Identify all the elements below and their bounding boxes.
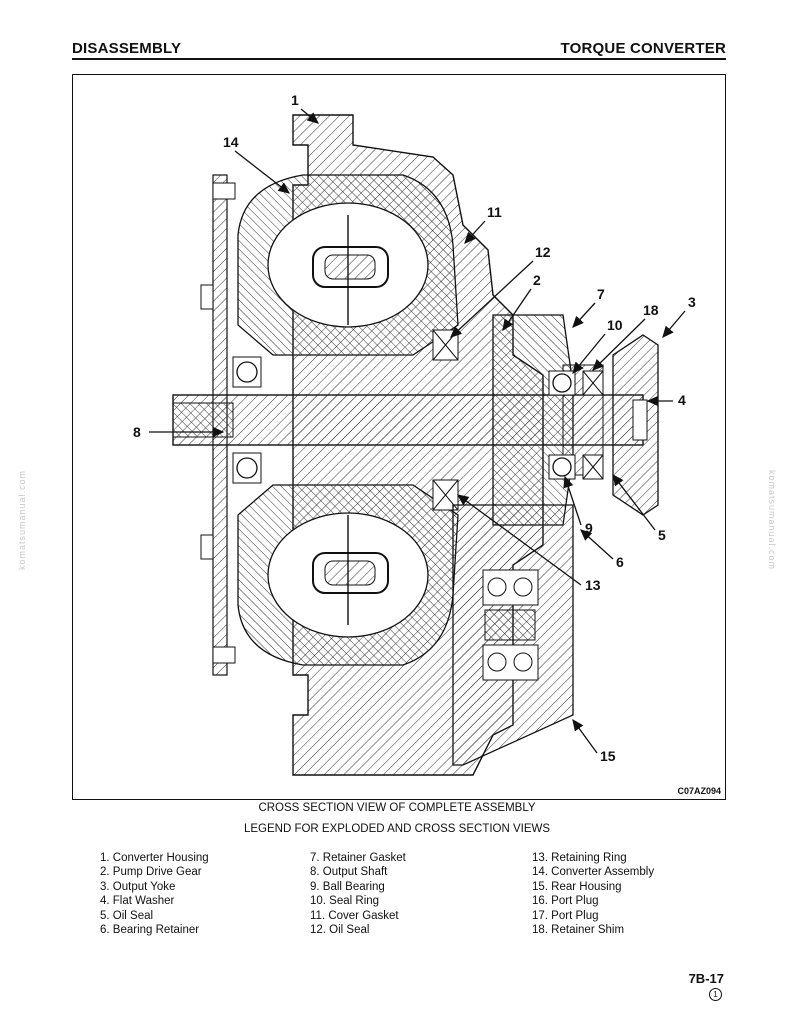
legend-item: 16. Port Plug: [532, 895, 599, 908]
legend-item: 17. Port Plug: [532, 909, 599, 922]
callout-18: 18: [643, 302, 659, 318]
callout-9: 9: [585, 520, 593, 536]
cross-section-drawing: 1 2 3 4 5 6 7 8 9 10 11 12 13 14 15 18: [133, 92, 696, 776]
callout-11: 11: [487, 204, 502, 220]
revision-badge: 1: [709, 988, 722, 1001]
callout-8: 8: [133, 424, 141, 440]
callout-2: 2: [533, 272, 541, 288]
legend-item: 2. Pump Drive Gear: [100, 866, 202, 879]
legend-item: 12. Oil Seal: [310, 924, 370, 937]
section-header-left: DISASSEMBLY: [72, 40, 182, 57]
callout-5: 5: [658, 527, 666, 543]
section-header-right: TORQUE CONVERTER: [560, 40, 726, 57]
legend-item: 11. Cover Gasket: [310, 909, 399, 922]
callout-10: 10: [607, 317, 623, 333]
watermark-right: komatsumanual.com: [767, 469, 777, 571]
legend-item: 5. Oil Seal: [100, 909, 154, 922]
legend-item: 4. Flat Washer: [100, 895, 175, 908]
callout-12: 12: [535, 244, 551, 260]
callout-14: 14: [223, 134, 239, 150]
legend-item: 14. Converter Assembly: [532, 866, 655, 879]
legend-item: 9. Ball Bearing: [310, 880, 385, 893]
legend-item: 18. Retainer Shim: [532, 924, 625, 937]
legend-column-1: 1. Converter Housing 2. Pump Drive Gear …: [100, 851, 209, 937]
callout-1: 1: [291, 92, 299, 108]
cross-section-figure: 1 2 3 4 5 6 7 8 9 10 11 12 13 14 15 18 C: [72, 74, 726, 800]
legend-item: 6. Bearing Retainer: [100, 924, 200, 937]
view-title: CROSS SECTION VIEW OF COMPLETE ASSEMBLY: [258, 802, 536, 814]
callout-13: 13: [585, 577, 601, 593]
legend-item: 10. Seal Ring: [310, 895, 380, 908]
page-number: 7B-17: [688, 971, 724, 986]
callout-15: 15: [600, 748, 616, 764]
callout-6: 6: [616, 554, 624, 570]
legend-column-3: 13. Retaining Ring 14. Converter Assembl…: [532, 851, 654, 937]
legend-column-2: 7. Retainer Gasket 8. Output Shaft 9. Ba…: [310, 851, 406, 937]
legend-title: LEGEND FOR EXPLODED AND CROSS SECTION VI…: [243, 823, 551, 835]
callout-3: 3: [688, 294, 696, 310]
legend-item: 1. Converter Housing: [100, 852, 209, 864]
callout-7: 7: [597, 286, 605, 302]
figure-code: C07AZ094: [677, 786, 721, 796]
legend-item: 13. Retaining Ring: [532, 852, 627, 864]
header-rule: [72, 58, 726, 60]
watermark-left: komatsumanual.com: [17, 469, 27, 571]
legend-item: 7. Retainer Gasket: [310, 852, 406, 864]
legend-item: 8. Output Shaft: [310, 866, 388, 879]
legend-item: 3. Output Yoke: [100, 880, 176, 893]
callout-4: 4: [678, 392, 686, 408]
legend-item: 15. Rear Housing: [532, 880, 622, 893]
